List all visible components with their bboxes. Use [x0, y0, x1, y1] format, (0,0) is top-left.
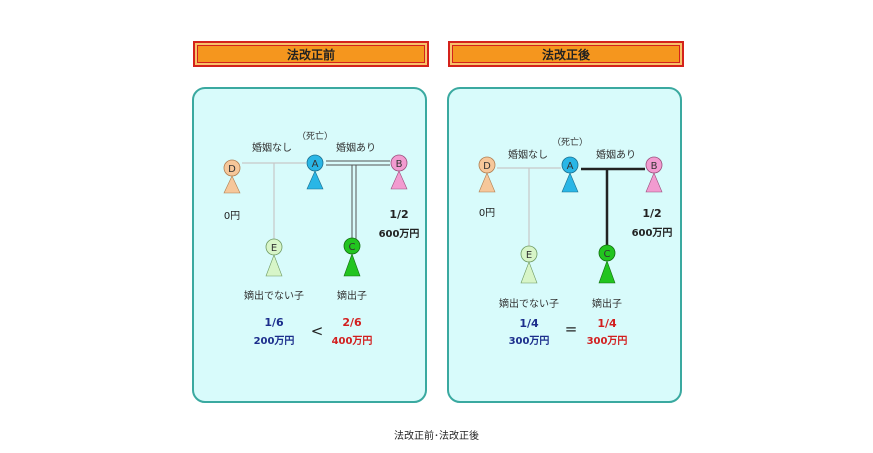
amount-c: 400万円 [332, 335, 373, 347]
node-a-label: A [567, 161, 574, 172]
amount-d: 0円 [224, 211, 240, 222]
node-d-body [223, 175, 241, 194]
label-married: 婚姻あり [596, 148, 636, 161]
node-b-body [390, 170, 408, 190]
comparator: < [311, 322, 324, 340]
diagram-before: D A B E C 婚姻なし （死亡） 婚姻あり 0円 1/2 600万円 嫡出… [223, 130, 420, 347]
figure-caption: 法改正前･法改正後 [394, 431, 479, 442]
share-e: 1/4 [519, 317, 539, 330]
amount-b: 600万円 [632, 227, 673, 239]
node-d-body [478, 172, 496, 193]
share-c: 2/6 [342, 316, 362, 329]
panel-before: D A B E C 婚姻なし （死亡） 婚姻あり 0円 1/2 600万円 嫡出… [192, 87, 427, 403]
node-c-body [598, 260, 616, 284]
label-e: 嫡出でない子 [244, 289, 304, 302]
node-a-body [306, 170, 324, 190]
node-e-body [520, 261, 538, 284]
node-d-label: D [228, 164, 236, 175]
label-c: 嫡出子 [592, 297, 622, 310]
amount-d: 0円 [479, 208, 495, 219]
amount-e: 200万円 [254, 335, 295, 347]
title-bar-after: 法改正後 [448, 41, 684, 67]
node-a-label: A [312, 159, 319, 170]
label-c: 嫡出子 [337, 289, 367, 302]
share-b: 1/2 [389, 208, 408, 221]
amount-c: 300万円 [587, 335, 628, 347]
share-c: 1/4 [597, 317, 617, 330]
comparator: = [565, 320, 578, 338]
node-b-label: B [396, 159, 403, 170]
share-e: 1/6 [264, 316, 284, 329]
node-d-label: D [483, 161, 491, 172]
node-e-label: E [526, 250, 532, 261]
node-a-body [561, 172, 579, 193]
node-c-label: C [604, 249, 611, 260]
node-b-label: B [651, 161, 658, 172]
node-e-body [265, 254, 283, 277]
amount-b: 600万円 [379, 228, 420, 240]
label-deceased: （死亡） [552, 136, 588, 148]
title-before: 法改正前 [286, 47, 335, 62]
title-bar-before: 法改正前 [193, 41, 429, 67]
label-married: 婚姻あり [336, 141, 376, 154]
label-e: 嫡出でない子 [499, 297, 559, 310]
label-deceased: （死亡） [297, 130, 333, 142]
node-e-label: E [271, 243, 277, 254]
label-unmarried: 婚姻なし [252, 141, 292, 154]
node-c-label: C [349, 242, 356, 253]
node-c-body [343, 253, 361, 277]
share-b: 1/2 [642, 207, 661, 220]
title-after: 法改正後 [541, 47, 590, 62]
label-unmarried: 婚姻なし [508, 148, 548, 161]
panel-after: D A B E C 婚姻なし （死亡） 婚姻あり 0円 1/2 600万円 嫡出… [447, 87, 682, 403]
diagram-after: D A B E C 婚姻なし （死亡） 婚姻あり 0円 1/2 600万円 嫡出… [478, 136, 673, 347]
amount-e: 300万円 [509, 335, 550, 347]
node-b-body [645, 172, 663, 193]
